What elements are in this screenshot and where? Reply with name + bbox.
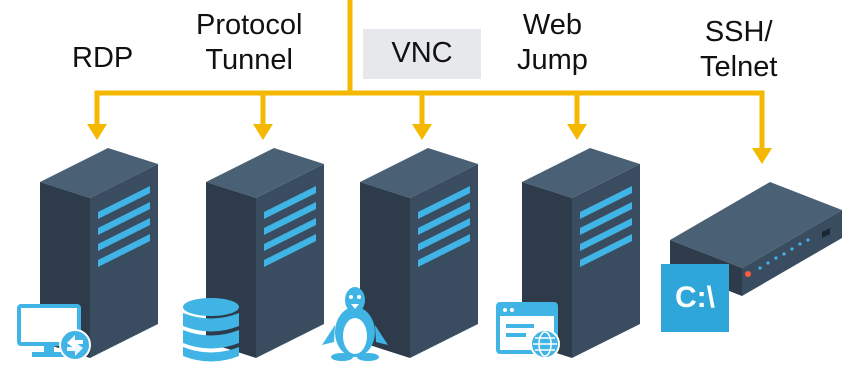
server-tower-protocol	[206, 148, 324, 358]
server-tower-rdp	[40, 148, 158, 358]
label-rdp: RDP	[72, 41, 133, 76]
arrow-web	[567, 124, 587, 140]
label-protocol-line1: Protocol	[196, 9, 303, 41]
server-tower-vnc	[360, 148, 478, 358]
label-protocol-line2: Tunnel	[205, 44, 293, 76]
label-ssh-line1: SSH/	[704, 16, 773, 48]
label-vnc-text: VNC	[391, 37, 453, 69]
command-prompt-icon: C:\	[661, 264, 729, 332]
label-ssh-line2: Telnet	[700, 51, 778, 83]
label-vnc: VNC	[363, 36, 481, 71]
database-icon	[183, 298, 239, 362]
label-rdp-text: RDP	[72, 42, 134, 74]
label-protocol-tunnel: Protocol Tunnel	[196, 8, 302, 78]
label-web-line1: Web	[522, 9, 583, 41]
browser-globe-icon	[496, 302, 560, 359]
arrow-rdp	[87, 124, 107, 140]
arrow-protocol	[253, 124, 273, 140]
label-web-line2: Jump	[517, 44, 588, 76]
arrow-ssh	[752, 148, 772, 164]
command-prompt-text: C:\	[675, 281, 715, 314]
label-ssh-telnet: SSH/ Telnet	[700, 15, 777, 85]
vnc-highlight-box	[363, 29, 481, 79]
linux-penguin-icon	[322, 287, 388, 361]
monitor-remote-icon	[17, 304, 91, 361]
arrow-vnc	[412, 124, 432, 140]
label-web-jump: Web Jump	[517, 8, 588, 78]
